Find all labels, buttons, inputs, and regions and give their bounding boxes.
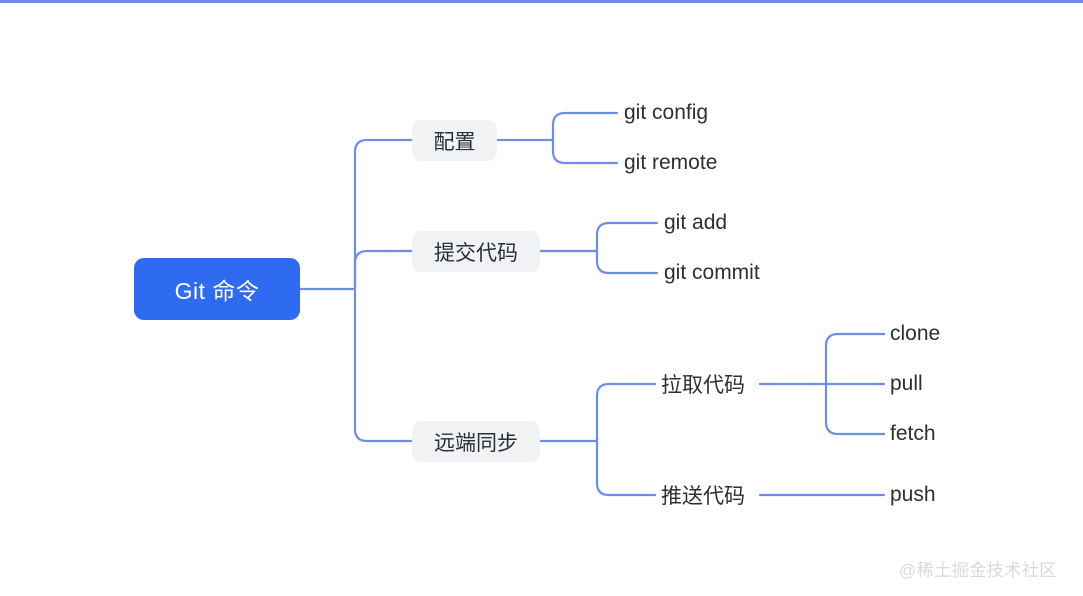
wire-config-to-gitremote <box>551 138 619 165</box>
branch-node-config[interactable]: 配置 <box>412 120 497 161</box>
top-accent-bar <box>0 0 1083 3</box>
leaf-node-clone-label: clone <box>890 322 941 345</box>
leaf-node-git-config-label: git config <box>624 101 709 124</box>
wire-commit-to-gitadd <box>595 221 659 253</box>
leaf-node-push-label: push <box>890 483 936 506</box>
leaf-node-git-add-label: git add <box>664 211 728 234</box>
wire-pullcode-to-clone <box>824 332 886 386</box>
watermark: @稀土掘金技术社区 <box>899 561 1057 580</box>
leaf-node-git-commit[interactable]: git commit <box>664 257 834 289</box>
wire-commit-to-gitcommit <box>595 249 659 275</box>
leaf-node-push[interactable]: push <box>890 479 1010 511</box>
wire-remote-to-pullcode <box>595 382 657 443</box>
wire-root-to-commit <box>353 249 414 291</box>
wire-root-to-remote <box>353 287 414 443</box>
branch-node-pull-code[interactable]: 拉取代码 <box>661 368 793 400</box>
leaf-node-git-add[interactable]: git add <box>664 207 804 239</box>
leaf-node-git-config[interactable]: git config <box>624 97 774 129</box>
leaf-node-git-remote-label: git remote <box>624 151 718 174</box>
wire-pullcode-to-fetch <box>824 382 886 436</box>
branch-node-push-code[interactable]: 推送代码 <box>661 479 793 511</box>
branch-node-pull-code-label: 拉取代码 <box>661 374 745 397</box>
root-node-label: Git 命令 <box>174 278 260 304</box>
leaf-node-fetch-label: fetch <box>890 422 936 445</box>
branch-node-remote-sync-label: 远端同步 <box>434 431 518 455</box>
leaf-node-clone[interactable]: clone <box>890 318 1010 350</box>
wire-remote-to-pushcode <box>595 439 657 497</box>
leaf-node-pull[interactable]: pull <box>890 368 1010 400</box>
root-node-git-commands[interactable]: Git 命令 <box>134 258 300 320</box>
wire-root-to-config <box>353 138 414 291</box>
branch-node-commit-code-label: 提交代码 <box>434 241 518 265</box>
leaf-node-fetch[interactable]: fetch <box>890 418 1010 450</box>
leaf-node-pull-label: pull <box>890 372 923 395</box>
leaf-node-git-remote[interactable]: git remote <box>624 147 784 179</box>
wire-config-to-gitconfig <box>551 111 619 142</box>
branch-node-config-label: 配置 <box>433 130 476 154</box>
branch-node-remote-sync[interactable]: 远端同步 <box>412 421 540 462</box>
branch-node-commit-code[interactable]: 提交代码 <box>412 231 540 272</box>
leaf-node-git-commit-label: git commit <box>664 261 760 284</box>
branch-node-push-code-label: 推送代码 <box>661 485 745 508</box>
